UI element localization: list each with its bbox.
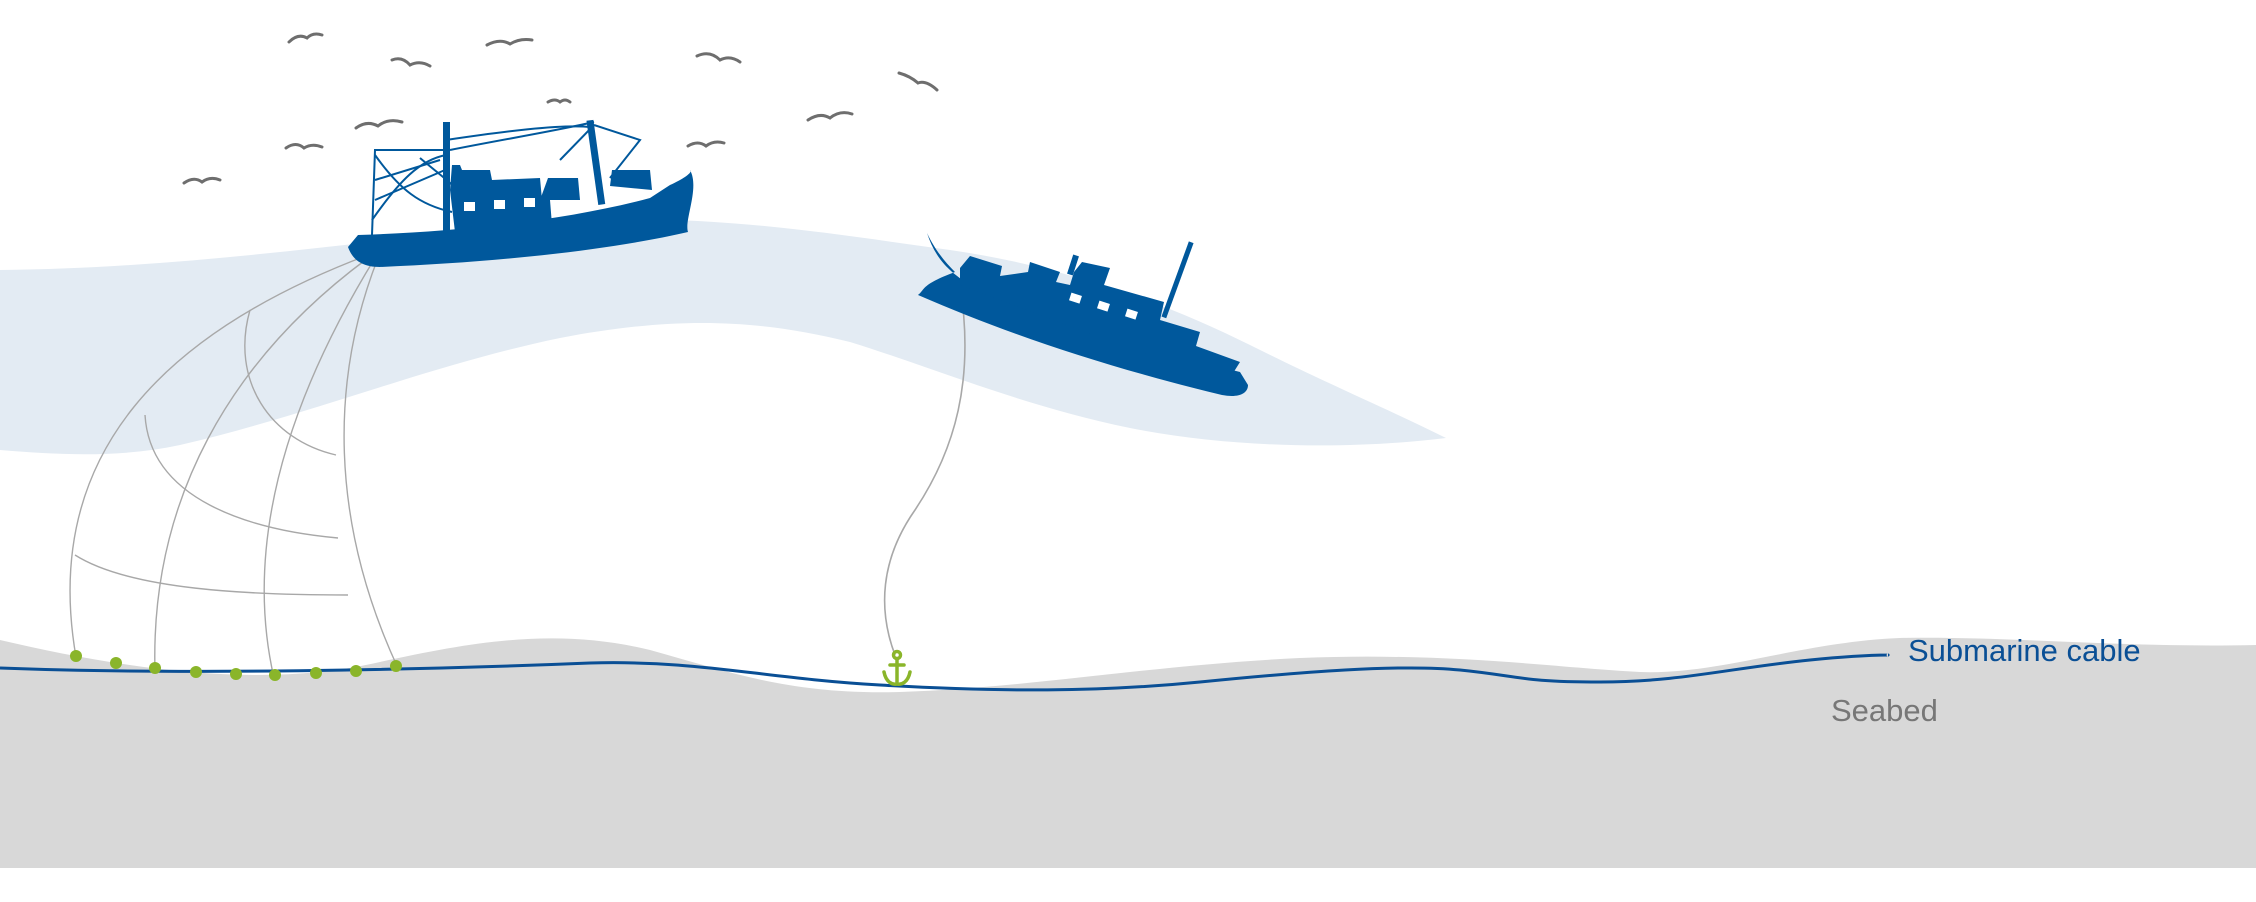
ship-funnel: [1067, 254, 1079, 276]
net-rope: [154, 257, 369, 673]
seagull-icon: [354, 119, 404, 130]
cargo-ship-icon: [918, 233, 1248, 396]
submarine-cable: [0, 653, 1890, 692]
net-float-icon: [110, 657, 122, 669]
fishing-trawler-icon: [348, 119, 694, 267]
ship-window: [1097, 300, 1110, 312]
submarine-cable-label: Submarine cable: [1908, 633, 2141, 668]
trawler-deckhouse: [610, 170, 652, 190]
trawler-window: [464, 202, 475, 211]
net-float-icon: [70, 650, 82, 662]
anchor-rope: [883, 284, 966, 656]
trawler-mast: [586, 119, 606, 205]
seagull-icon: [695, 52, 742, 64]
net-mesh-line: [144, 414, 339, 539]
net-rope: [69, 254, 369, 658]
trawl-net: [69, 254, 398, 679]
seagull-icon: [390, 57, 432, 68]
flock-of-birds: [182, 32, 939, 185]
net-float-icon: [350, 665, 362, 677]
net-float-icon: [230, 668, 242, 680]
anchor-icon: [882, 649, 912, 686]
ship-mast: [1161, 241, 1194, 319]
seagull-icon: [182, 176, 222, 185]
net-rope: [343, 257, 398, 667]
seagull-icon: [546, 98, 572, 104]
ship-window: [1125, 308, 1138, 320]
seagull-icon: [287, 32, 324, 44]
net-rope: [263, 257, 376, 679]
seagull-icon: [897, 71, 939, 92]
net-float-icon: [149, 662, 161, 674]
seabed-label: Seabed: [1831, 693, 1938, 728]
trawler-hull: [348, 170, 694, 267]
net-float-icon: [310, 667, 322, 679]
ship-window: [1069, 292, 1082, 304]
net-float-icon: [269, 669, 281, 681]
trawler-cabin: [450, 165, 552, 232]
seagull-icon: [485, 38, 534, 47]
seagull-icon: [686, 140, 726, 148]
trawler-window: [494, 200, 505, 209]
trawler-bridge: [540, 178, 580, 200]
sea-wave: [0, 219, 1446, 455]
net-floats: [70, 650, 402, 681]
net-mesh-line: [74, 554, 349, 596]
trawler-rigging: [371, 121, 642, 236]
net-mesh-line: [244, 309, 337, 456]
seagull-icon: [284, 143, 324, 150]
net-float-icon: [190, 666, 202, 678]
ship-superstructure: [960, 256, 1240, 378]
trawler-window: [524, 198, 535, 207]
seagull-icon: [806, 111, 854, 122]
seabed: [0, 637, 2256, 868]
net-float-icon: [390, 660, 402, 672]
